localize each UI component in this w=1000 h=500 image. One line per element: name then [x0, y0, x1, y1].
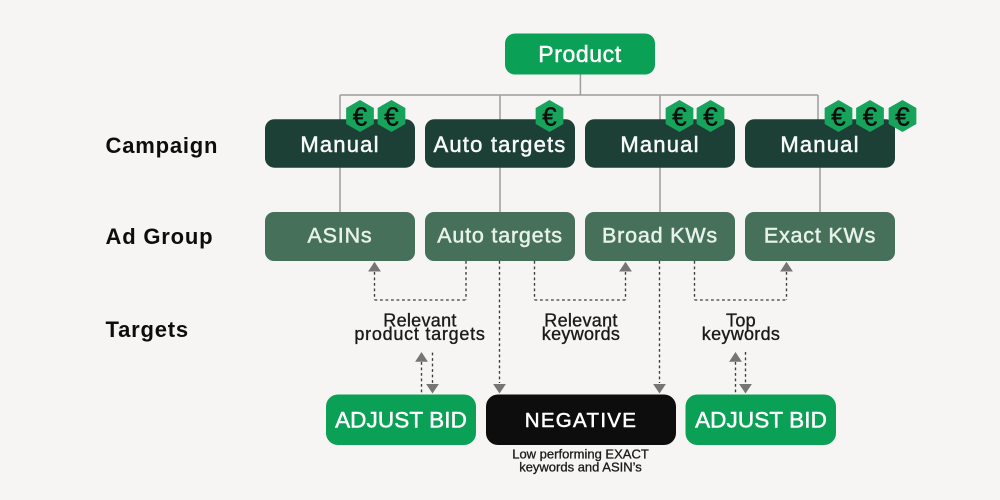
svg-text:keywords: keywords — [542, 324, 620, 344]
svg-text:Manual: Manual — [300, 132, 379, 157]
svg-text:ADJUST BID: ADJUST BID — [695, 408, 827, 433]
svg-text:Targets: Targets — [106, 317, 189, 342]
svg-text:Auto targets: Auto targets — [437, 224, 563, 248]
svg-text:€: € — [672, 102, 687, 132]
svg-text:€: € — [863, 102, 878, 132]
svg-text:ASINs: ASINs — [308, 224, 373, 248]
svg-text:€: € — [895, 102, 910, 132]
svg-text:ADJUST BID: ADJUST BID — [335, 408, 467, 433]
svg-text:Ad Group: Ad Group — [106, 224, 214, 249]
svg-text:product targets: product targets — [354, 324, 485, 344]
svg-text:Broad KWs: Broad KWs — [602, 224, 718, 248]
svg-text:Relevant: Relevant — [544, 311, 617, 331]
svg-text:Product: Product — [538, 41, 621, 67]
svg-text:NEGATIVE: NEGATIVE — [525, 409, 638, 432]
svg-text:Auto targets: Auto targets — [433, 132, 566, 157]
svg-text:€: € — [353, 102, 368, 132]
svg-text:Top: Top — [726, 311, 756, 331]
svg-text:Campaign: Campaign — [106, 133, 219, 158]
svg-text:Relevant: Relevant — [383, 311, 456, 331]
svg-text:€: € — [542, 102, 557, 132]
svg-text:keywords and ASIN’s: keywords and ASIN’s — [519, 460, 642, 475]
svg-text:€: € — [703, 102, 718, 132]
svg-text:Exact KWs: Exact KWs — [764, 224, 876, 248]
svg-text:keywords: keywords — [702, 324, 780, 344]
svg-text:Manual: Manual — [620, 132, 699, 157]
svg-text:Low performing EXACT: Low performing EXACT — [512, 447, 649, 462]
svg-text:€: € — [384, 102, 399, 132]
svg-text:Manual: Manual — [780, 132, 859, 157]
svg-text:€: € — [831, 102, 846, 132]
